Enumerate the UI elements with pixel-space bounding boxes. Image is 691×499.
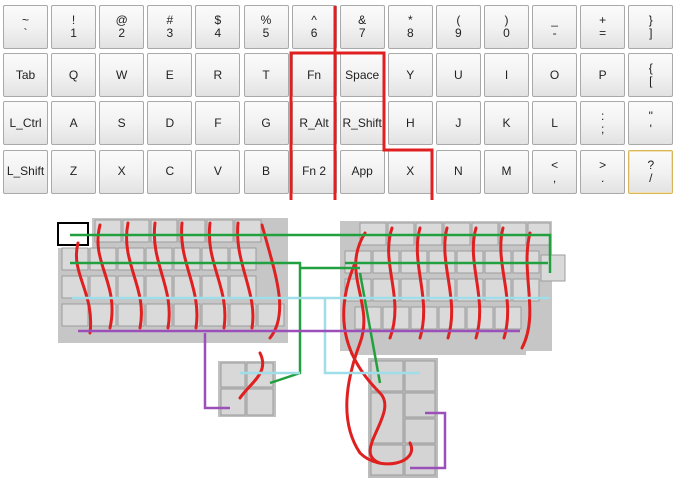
right-keyboard-half xyxy=(340,221,565,355)
keyboard-markup-overlay xyxy=(0,0,691,203)
virtual-keyboard: ~`!1@2#3$4%5^6&7*8(9)0_-+=}]TabQWERTFnSp… xyxy=(0,0,691,203)
keyboard-wiring-photo xyxy=(0,203,691,499)
fn-column-markup-line xyxy=(291,6,432,200)
